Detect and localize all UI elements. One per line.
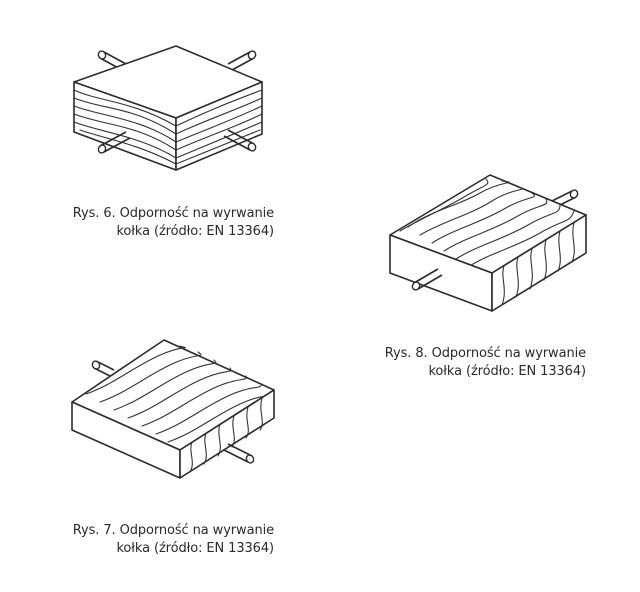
pin-front-left [97,131,131,154]
pin-front-right [223,443,255,464]
grain-lines-end [189,397,263,473]
board-right-face [175,81,263,171]
figure-rys6-drawing [73,45,263,171]
caption-rys8-line2: kołka (źródło: EN 13364) [428,364,586,379]
pin-front-left [411,268,443,291]
caption-rys7-line2: kołka (źródło: EN 13364) [116,541,274,556]
caption-rys8-line1: Rys. 8. Odporność na wyrwanie [384,346,586,361]
caption-rys7-line1: Rys. 7. Odporność na wyrwanie [72,523,274,538]
pin-back-right [227,50,257,71]
pin-front-right [223,129,257,152]
block-right-face [491,214,587,312]
grain-lines-end [501,222,575,306]
lamination-lines-left [73,89,177,165]
pin-back-left [91,360,115,377]
lamination-lines-right [175,89,263,165]
figure-rys8-drawing [389,174,587,312]
caption-rys6: Rys. 6. Odporność na wyrwanie kołka (źró… [50,205,274,241]
block-right-face [179,389,275,479]
figure-rys7-drawing [71,339,275,479]
grain-lines-top [399,178,575,268]
caption-rys7: Rys. 7. Odporność na wyrwanie kołka (źró… [50,522,274,558]
pin-back-right [551,189,579,208]
caption-rys6-line1: Rys. 6. Odporność na wyrwanie [72,206,274,221]
caption-rys8: Rys. 8. Odporność na wyrwanie kołka (źró… [362,345,586,381]
caption-rys6-line2: kołka (źródło: EN 13364) [116,224,274,239]
